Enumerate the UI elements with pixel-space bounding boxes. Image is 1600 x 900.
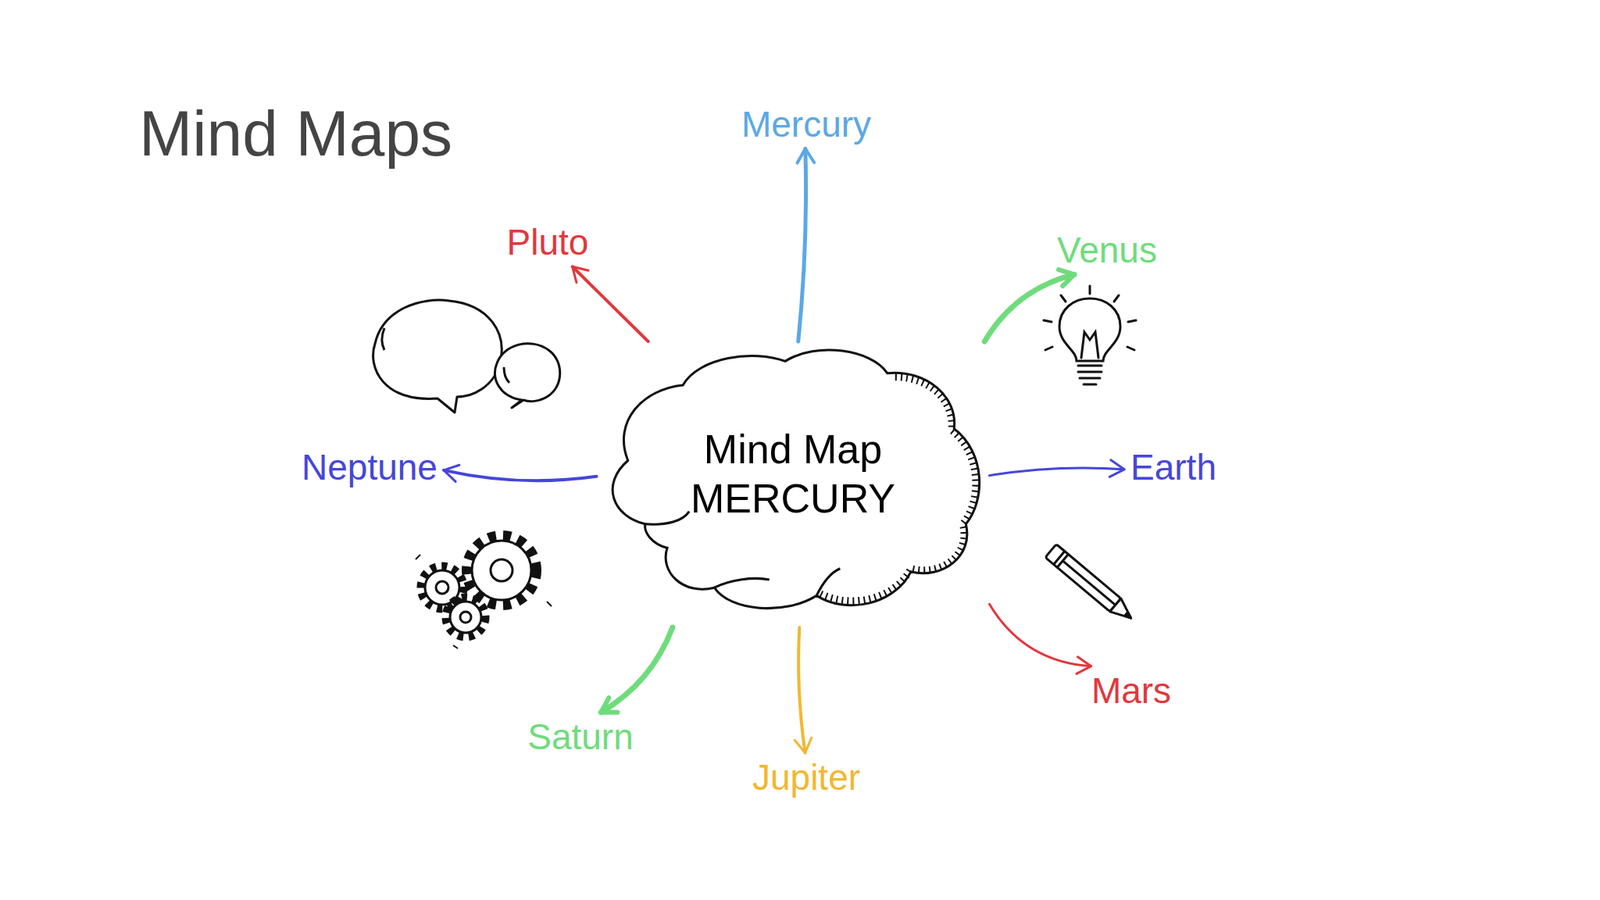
speech-bubbles	[373, 300, 561, 413]
branch-topic-text: Neptune	[301, 447, 438, 488]
brain-folds	[645, 511, 840, 597]
branch-topic: Neptune	[295, 442, 444, 493]
branch-arrow	[797, 148, 815, 342]
branch-topic-text: Mercury	[741, 104, 872, 145]
gear-body	[471, 540, 532, 600]
branch-topic-text: Jupiter	[752, 757, 861, 798]
diagram-title: Mind Maps	[139, 96, 453, 171]
arrow-head	[572, 266, 589, 283]
arrow-head	[1058, 269, 1075, 286]
arrow-head	[600, 697, 618, 713]
branch-topic: Venus	[1050, 225, 1164, 275]
topic-text-group: Mind MapMERCURY	[690, 425, 896, 524]
arrow-head	[794, 737, 811, 753]
bulb-glass	[1059, 298, 1121, 361]
arrow-head	[797, 148, 815, 163]
speech-bubble	[373, 300, 503, 413]
branch-arrow	[984, 269, 1075, 342]
branch-topic-text: Pluto	[507, 222, 590, 263]
branch-topic-text: Earth	[1130, 447, 1217, 488]
gear-body	[450, 601, 482, 633]
branch-topic: Mars	[1085, 666, 1178, 716]
brain-shape	[612, 350, 980, 609]
arrow-shaft	[798, 148, 807, 342]
arrow-shaft	[572, 266, 649, 342]
bubble-sketch-line	[503, 367, 510, 383]
gear-teeth	[446, 597, 486, 637]
branch-topic-text: Saturn	[527, 717, 634, 758]
arrow-shaft	[443, 470, 597, 481]
central-topic-text: MERCURY	[690, 474, 896, 524]
branch-topic-text: Venus	[1057, 230, 1158, 271]
gear-hole	[490, 559, 513, 582]
arrow-shaft	[989, 467, 1125, 476]
arrow-head	[443, 464, 460, 482]
central-topic-text: Mind Map	[703, 425, 883, 475]
bubble-sketch-line	[382, 328, 385, 350]
arrow-shaft	[798, 627, 805, 754]
gear-motion-lines	[415, 554, 552, 649]
pencil-tip	[1110, 598, 1137, 625]
gear-hole	[460, 611, 472, 623]
arrow-head	[1109, 460, 1125, 478]
branch-topic: Pluto	[500, 217, 596, 268]
branch-arrow	[600, 627, 673, 713]
branch-topic: Jupiter	[746, 753, 867, 803]
branch-topic: Saturn	[521, 712, 640, 762]
branch-arrow	[794, 627, 811, 754]
pencil-lines	[1053, 551, 1122, 612]
speech-bubble	[495, 343, 561, 408]
arrow-shaft	[984, 274, 1075, 342]
gear-hole	[435, 581, 449, 594]
branch-arrow	[989, 603, 1092, 674]
arrow-shaft	[600, 627, 673, 713]
gears-icon	[415, 535, 552, 649]
pencil-body	[1045, 544, 1122, 612]
gear-teeth	[467, 535, 536, 605]
bulb-rays	[1043, 285, 1136, 350]
branch-arrow	[572, 266, 649, 342]
pencil-icon	[1045, 544, 1137, 625]
branch-arrow	[989, 460, 1125, 478]
lightbulb-icon	[1043, 285, 1136, 385]
pencil-lead	[1125, 612, 1133, 621]
bulb-filament	[1081, 332, 1099, 358]
branch-topic: Earth	[1124, 442, 1223, 493]
central-topic: Mind MapMERCURY	[596, 341, 990, 628]
branch-arrow	[443, 464, 597, 482]
bulb-base	[1078, 365, 1102, 385]
branch-topic-text: Mars	[1091, 671, 1172, 711]
arrow-shaft	[989, 603, 1092, 666]
arrow-head	[1076, 657, 1092, 675]
branch-topic: Mercury	[735, 100, 878, 150]
